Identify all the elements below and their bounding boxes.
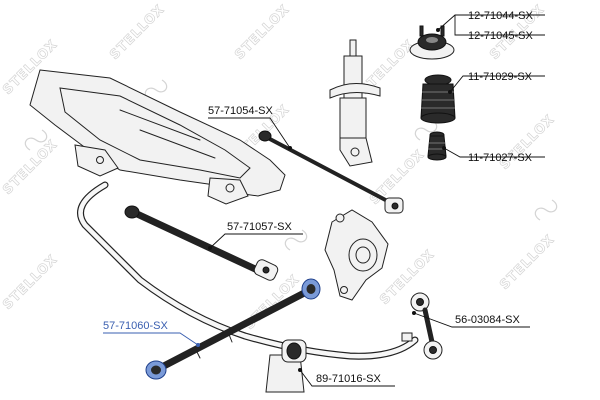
wheel-knuckle	[324, 209, 389, 301]
part-label-trailing-link: 57-71057-SX	[227, 221, 292, 233]
part-label-top-mount-2: 12-71045-SX	[468, 30, 533, 42]
dust-boot	[420, 74, 456, 124]
shock-absorber	[329, 39, 381, 167]
part-label-bump-stop: 11-71027-SX	[468, 152, 533, 164]
part-label-lower-link: 57-71060-SX	[103, 320, 168, 332]
watermark-logo-icon	[24, 129, 48, 151]
part-label-stabilizer-link: 56-03084-SX	[455, 314, 520, 326]
stabilizer-bushing	[265, 339, 307, 393]
watermark-text: STELLOX	[0, 137, 61, 198]
watermark-logo-icon	[284, 229, 308, 251]
watermark-text: STELLOX	[497, 232, 558, 293]
watermark-text: STELLOX	[107, 2, 168, 63]
part-label-lateral-link: 57-71054-SX	[208, 105, 273, 117]
lower-link-highlighted	[145, 278, 321, 380]
strut-top-mount	[409, 25, 455, 60]
part-label-stabilizer-bushing: 89-71016-SX	[316, 373, 381, 385]
part-labels: 12-71044-SX 12-71045-SX 11-71029-SX 11-7…	[103, 10, 533, 385]
part-label-top-mount-1: 12-71044-SX	[468, 10, 533, 22]
part-label-dust-boot: 11-71029-SX	[468, 71, 533, 83]
watermark-logo-icon	[144, 79, 168, 101]
watermark-logo-icon	[534, 199, 558, 221]
stabilizer-bar	[77, 181, 419, 360]
watermark-text: STELLOX	[232, 2, 293, 63]
rear-subframe	[29, 69, 286, 205]
watermark-logo-icon	[414, 119, 438, 141]
leader-lines	[103, 14, 545, 387]
stabilizer-link	[401, 292, 443, 360]
bump-stop	[427, 131, 447, 161]
watermark-text: STELLOX	[0, 252, 61, 313]
trailing-link	[124, 205, 279, 281]
